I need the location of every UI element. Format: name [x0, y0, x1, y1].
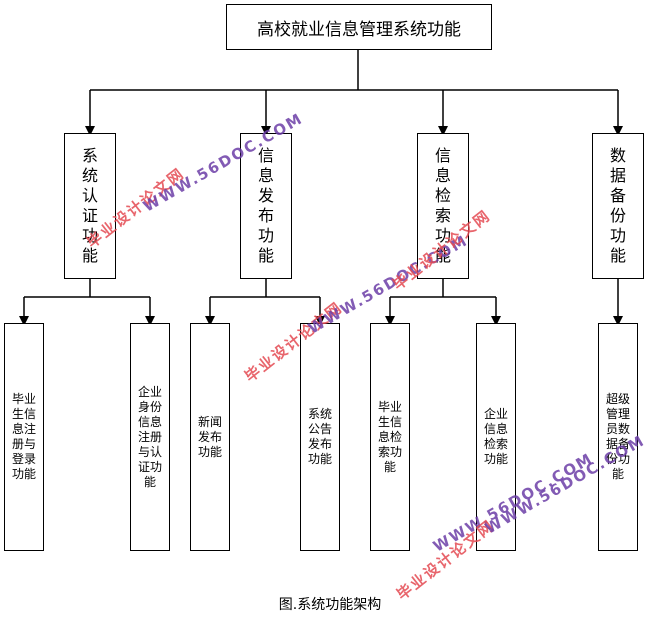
- leaf-admin-backup-label: 超级 管理 员数 据备 份功 能: [605, 392, 630, 481]
- module-auth-label: 系 统 认 证 功 能: [81, 146, 98, 265]
- leaf-company-register-label: 企业 身份 信息 注册 与认 证功 能: [137, 384, 162, 489]
- module-auth: 系 统 认 证 功 能: [64, 133, 116, 279]
- leaf-news-publish: 新闻 发布 功能: [190, 323, 230, 551]
- leaf-company-search: 企业 信息 检索 功能: [476, 323, 516, 551]
- leaf-company-register: 企业 身份 信息 注册 与认 证功 能: [130, 323, 170, 551]
- module-backup: 数 据 备 份 功 能: [592, 133, 644, 279]
- leaf-company-search-label: 企业 信息 检索 功能: [483, 407, 508, 466]
- module-search: 信 息 检 索 功 能: [417, 133, 469, 279]
- root-node: 高校就业信息管理系统功能: [226, 4, 492, 50]
- leaf-grad-search: 毕业 生信 息检 索功 能: [370, 323, 410, 551]
- leaf-admin-backup: 超级 管理 员数 据备 份功 能: [598, 323, 638, 551]
- module-search-label: 信 息 检 索 功 能: [434, 146, 451, 265]
- leaf-grad-register: 毕业 生信 息注 册与 登录 功能: [4, 323, 44, 551]
- leaf-grad-search-label: 毕业 生信 息检 索功 能: [377, 399, 402, 474]
- module-backup-label: 数 据 备 份 功 能: [609, 146, 626, 265]
- leaf-notice-publish: 系统 公告 发布 功能: [300, 323, 340, 551]
- module-publish: 信 息 发 布 功 能: [240, 133, 292, 279]
- leaf-notice-publish-label: 系统 公告 发布 功能: [307, 407, 332, 466]
- leaf-news-publish-label: 新闻 发布 功能: [197, 414, 222, 459]
- module-publish-label: 信 息 发 布 功 能: [257, 146, 274, 265]
- root-label: 高校就业信息管理系统功能: [257, 19, 461, 40]
- figure-caption: 图.系统功能架构: [278, 597, 382, 613]
- leaf-grad-register-label: 毕业 生信 息注 册与 登录 功能: [11, 392, 36, 481]
